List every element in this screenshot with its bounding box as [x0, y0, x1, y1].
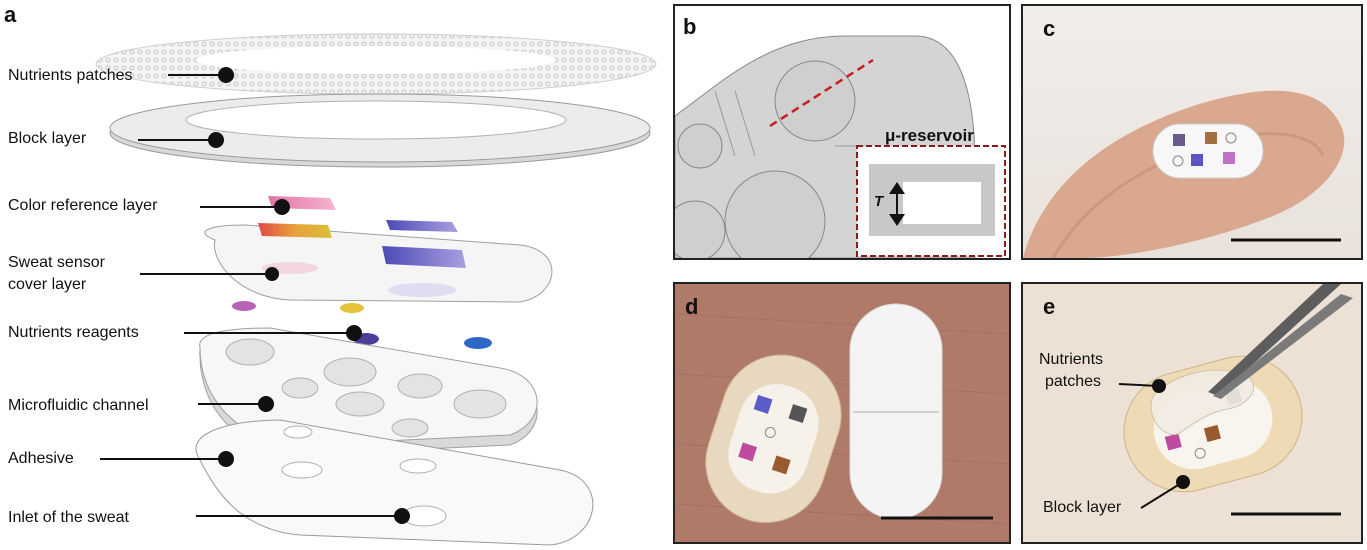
pill [849, 303, 943, 520]
sweat-sensor-cover-layer [204, 223, 553, 303]
label-cover-layer: cover layer [8, 276, 87, 293]
label-block-layer: Block layer [8, 130, 87, 147]
device-on-finger [1152, 123, 1264, 179]
label-sweat-sensor: Sweat sensor [8, 254, 105, 271]
panel-letter-a: a [4, 2, 17, 27]
label-inlet-of-the-sweat: Inlet of the sweat [8, 509, 129, 526]
reservoir-schematic [675, 35, 1006, 258]
panel-e-photo: e Nutrients patches Block layer [1021, 282, 1363, 544]
panel-letter-d: d [685, 294, 699, 319]
device-in-hand [705, 354, 842, 524]
label-color-reference-layer: Color reference layer [8, 197, 158, 214]
block-layer [109, 93, 651, 168]
label-e-nutrients: Nutrients [1039, 351, 1104, 368]
leader-lines [100, 67, 410, 524]
panel-letter-c: c [1043, 16, 1056, 41]
label-microfluidic-channel: Microfluidic channel [8, 397, 149, 414]
panel-d-photo: d [673, 282, 1011, 544]
exploded-view-illustration [95, 33, 657, 546]
label-nutrients-reagents: Nutrients reagents [8, 324, 139, 341]
patch-removal-photo [1023, 284, 1361, 542]
panel-b-schematic: b μ-reservoir T [673, 4, 1011, 260]
tweezers [1208, 284, 1353, 399]
thickness-label: T [874, 193, 884, 210]
inset-title: μ-reservoir [885, 126, 974, 145]
label-nutrients-patches: Nutrients patches [8, 67, 133, 84]
panel-letter-b: b [683, 14, 697, 39]
panel-c-photo: c [1021, 4, 1363, 260]
label-e-patches: patches [1045, 373, 1102, 390]
adhesive-layer [195, 419, 594, 546]
nutrients-reagents [232, 301, 492, 349]
nutrients-patches-layer [95, 33, 657, 95]
device-with-pill-photo [675, 284, 1009, 542]
label-adhesive: Adhesive [8, 450, 74, 467]
label-e-block-layer: Block layer [1043, 499, 1122, 516]
finger-photo [1023, 90, 1345, 258]
panel-letter-e: e [1043, 294, 1056, 319]
